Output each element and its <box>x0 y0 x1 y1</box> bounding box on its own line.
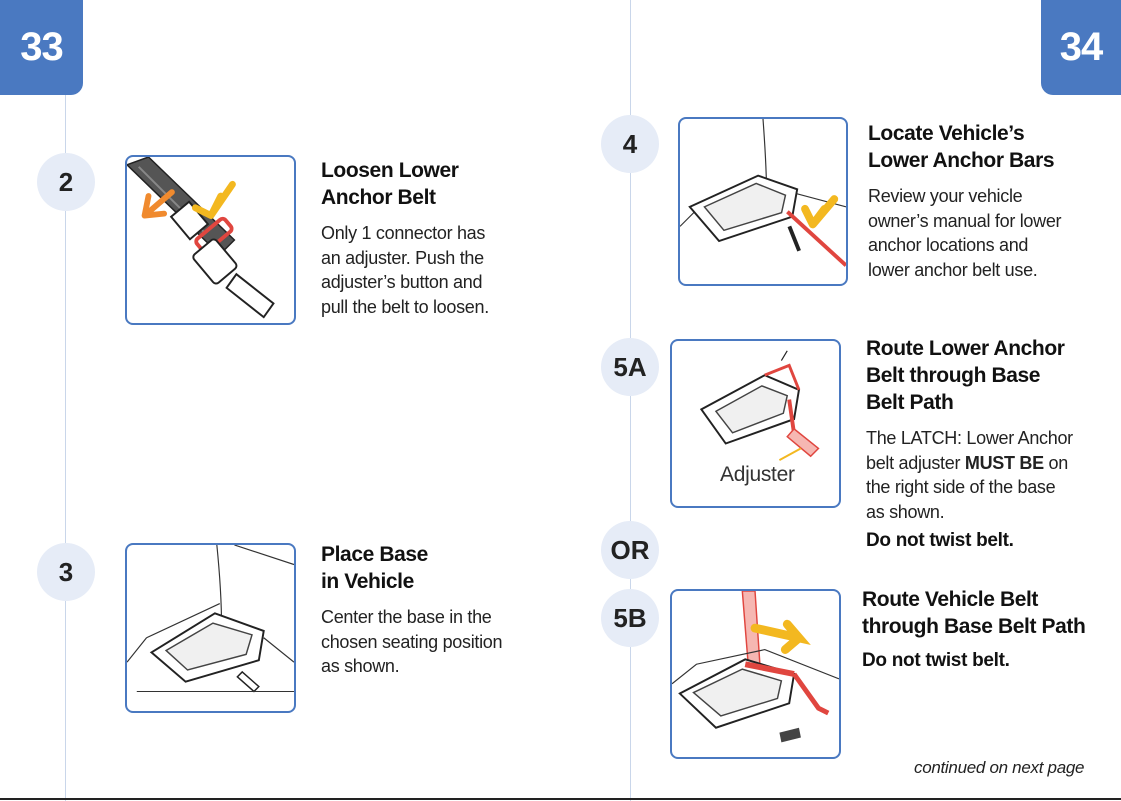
step-5b-title: Route Vehicle Belt through Base Belt Pat… <box>862 588 1086 638</box>
step-5a-body: The LATCH: Lower Anchor belt adjuster MU… <box>866 428 1073 522</box>
page-number-tab-left: 33 <box>0 0 83 95</box>
left-page-guide-line <box>65 0 66 801</box>
step-4-text: Locate Vehicle’s Lower Anchor Bars Revie… <box>868 120 1108 282</box>
lower-anchor-routing-drawing <box>699 350 820 461</box>
step-2-body: Only 1 connector has an adjuster. Push t… <box>321 223 489 317</box>
step-4-title: Locate Vehicle’s Lower Anchor Bars <box>868 122 1055 172</box>
page-gutter-line <box>630 0 631 801</box>
bottom-rule <box>0 798 1121 800</box>
step-3-text: Place Base in Vehicle Center the base in… <box>321 541 581 679</box>
step-5b-number: 5B <box>601 589 659 647</box>
step-5a-warning: Do not twist belt. <box>866 530 1014 551</box>
step-4-body: Review your vehicle owner’s manual for l… <box>868 186 1062 280</box>
must-be-emphasis: MUST BE <box>964 452 1044 473</box>
step-2-title: Loosen Lower Anchor Belt <box>321 159 459 209</box>
step-5b-warning: Do not twist belt. <box>862 650 1010 671</box>
lower-anchor-bars-drawing <box>680 119 846 267</box>
page-number-left: 33 <box>20 25 63 69</box>
base-in-seat-drawing <box>127 545 294 693</box>
page-number-right: 34 <box>1059 25 1103 69</box>
step-3-illustration <box>125 543 296 713</box>
step-3-title: Place Base in Vehicle <box>321 543 428 593</box>
step-5b-text: Route Vehicle Belt through Base Belt Pat… <box>862 586 1117 672</box>
or-separator: OR <box>601 521 659 579</box>
step-4-illustration <box>678 117 848 286</box>
step-4-number: 4 <box>601 115 659 173</box>
adjuster-label: Adjuster <box>720 463 795 486</box>
step-5a-illustration: Adjuster <box>670 339 841 508</box>
step-5a-title: Route Lower Anchor Belt through Base Bel… <box>866 337 1065 414</box>
step-5b-illustration <box>670 589 841 759</box>
step-5a-number: 5A <box>601 338 659 396</box>
step-3-number: 3 <box>37 543 95 601</box>
step-5a-text: Route Lower Anchor Belt through Base Bel… <box>866 335 1116 552</box>
step-2-text: Loosen Lower Anchor Belt Only 1 connecto… <box>321 157 581 319</box>
belt-adjuster-drawing <box>127 157 275 319</box>
continued-note: continued on next page <box>914 758 1085 777</box>
step-2-number: 2 <box>37 153 95 211</box>
step-2-illustration <box>125 155 296 325</box>
vehicle-belt-routing-drawing <box>672 591 839 743</box>
page-number-tab-right: 34 <box>1041 0 1121 95</box>
step-3-body: Center the base in the chosen seating po… <box>321 607 503 676</box>
